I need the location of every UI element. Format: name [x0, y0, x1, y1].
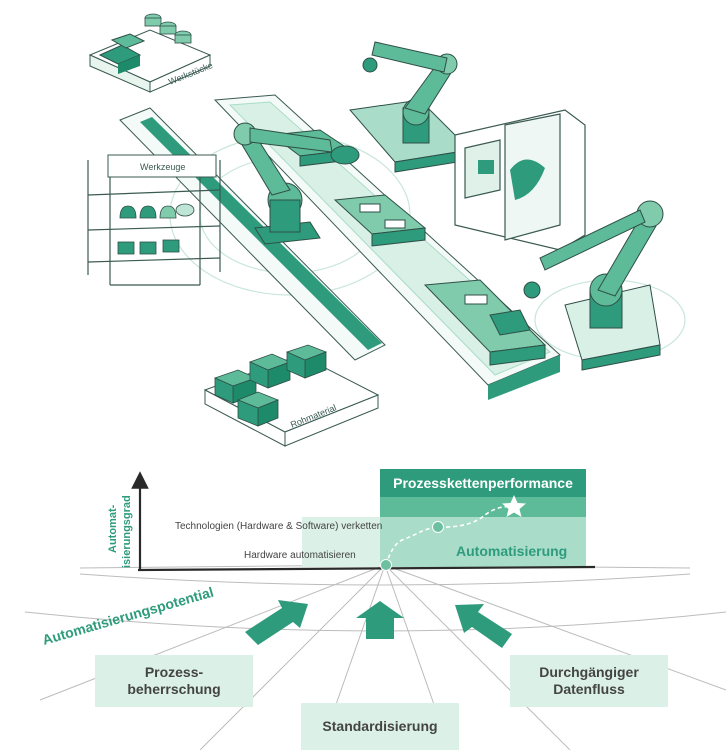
arrow-right [455, 604, 512, 648]
y-axis-label-line1: Automat- [107, 504, 119, 553]
point-hardware [380, 559, 392, 571]
pillar-left-text: Prozess- beherrschung [95, 655, 253, 707]
arrow-left [245, 600, 308, 645]
pallet-werkstuecke [88, 13, 212, 93]
cnc-machine [454, 109, 586, 251]
automatisierung-label: Automatisierung [456, 543, 568, 559]
y-axis-label-line2: isierungsgrad [121, 495, 133, 568]
tool-shelf-label: Werkzeuge [140, 162, 185, 172]
pallet-rohmaterial [203, 344, 380, 447]
automatisierung-band [380, 517, 586, 567]
pillar-center-text: Standardisierung [322, 718, 438, 734]
robot-arm-left [233, 122, 360, 245]
step-hardware-label: Hardware automatisieren [244, 550, 356, 561]
prozessketten-label: Prozesskettenperformance [393, 475, 573, 491]
pillar-standardisierung [301, 703, 459, 750]
progress-path [385, 505, 514, 566]
pillar-right-line2: Datenfluss [553, 681, 625, 697]
shelf-tools [117, 203, 195, 255]
pillar-prozessbeherrschung [95, 655, 253, 707]
step-technologien-label: Technologien (Hardware & Software) verke… [175, 521, 383, 532]
arrow-center [356, 601, 404, 639]
star-icon [502, 495, 526, 517]
pillar-left-line2: beherrschung [127, 681, 221, 697]
pillar-right-text: Durchgängiger Datenfluss [510, 655, 668, 707]
robot-arm-top [349, 41, 472, 173]
x-axis [137, 565, 596, 572]
pillar-datenfluss [510, 655, 668, 707]
point-technologien [432, 521, 444, 533]
pillar-left-line1: Prozess- [144, 664, 204, 680]
prozessketten-band [380, 497, 586, 517]
pillar-right-line1: Durchgängiger [539, 664, 639, 680]
tool-shelf-sign [107, 154, 217, 178]
tool-shelf [87, 160, 221, 286]
robot-arm-right [489, 200, 664, 371]
